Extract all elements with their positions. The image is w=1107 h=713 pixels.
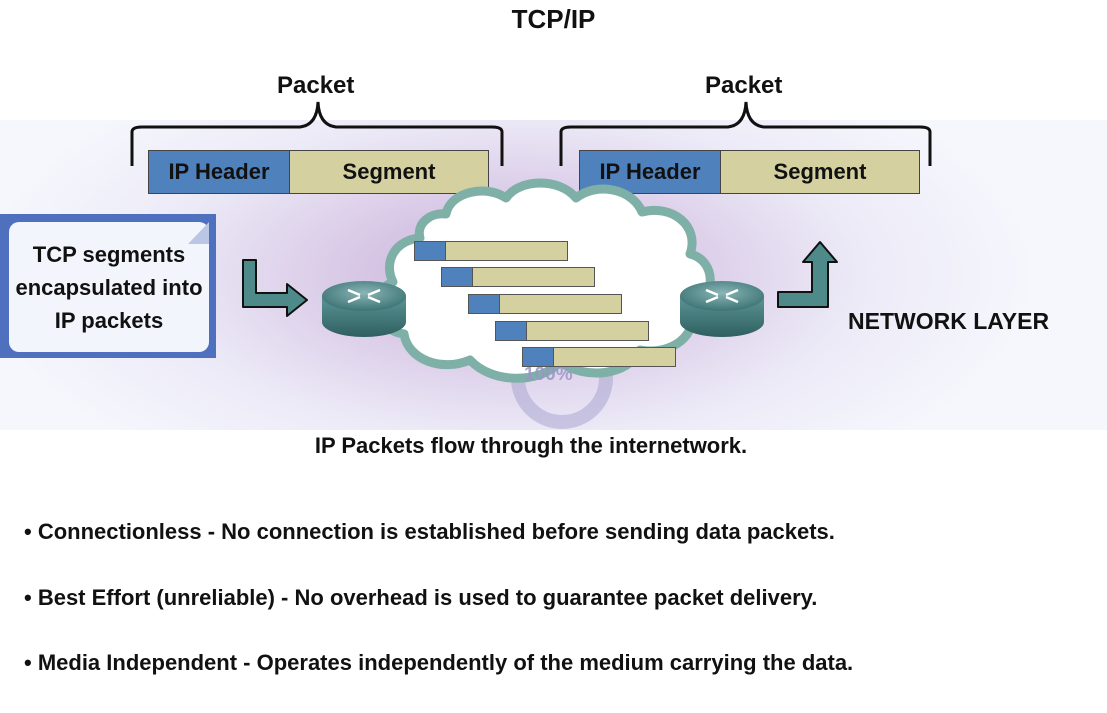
cloud-packet-2 (441, 267, 595, 287)
left-packet-label: Packet (277, 72, 355, 99)
progress-label: 100% (524, 364, 573, 385)
left-packet-brace (130, 101, 504, 166)
left-flow-arrow-icon (242, 259, 308, 317)
right-flow-arrow-icon (777, 241, 838, 308)
cloud-packet-5 (522, 347, 676, 367)
bullet-media-independent: • Media Independent - Operates independe… (24, 650, 854, 675)
left-ip-header: IP Header (149, 151, 290, 193)
left-segment: Segment (290, 151, 488, 193)
right-packet-box: IP Header Segment (579, 150, 920, 194)
left-packet-box: IP Header Segment (148, 150, 489, 194)
right-ip-header: IP Header (580, 151, 721, 193)
diagram-caption: IP Packets flow through the internetwork… (314, 433, 748, 458)
cloud-packet-3 (468, 294, 622, 314)
right-packet-label: Packet (705, 72, 783, 99)
network-layer-label: NETWORK LAYER (848, 308, 1050, 334)
page-title: TCP/IP (511, 4, 596, 34)
bullet-connectionless: • Connectionless - No connection is esta… (24, 519, 835, 544)
note-fold-icon (188, 222, 209, 244)
cloud-packet-1 (414, 241, 568, 261)
right-segment: Segment (721, 151, 919, 193)
left-router-icon (322, 281, 406, 337)
bullet-best-effort: • Best Effort (unreliable) - No overhead… (24, 585, 818, 610)
right-packet-brace (559, 101, 932, 166)
cloud-packet-4 (495, 321, 649, 341)
right-router-icon (680, 281, 764, 337)
encapsulation-note: TCP segments encapsulated into IP packet… (9, 222, 209, 352)
